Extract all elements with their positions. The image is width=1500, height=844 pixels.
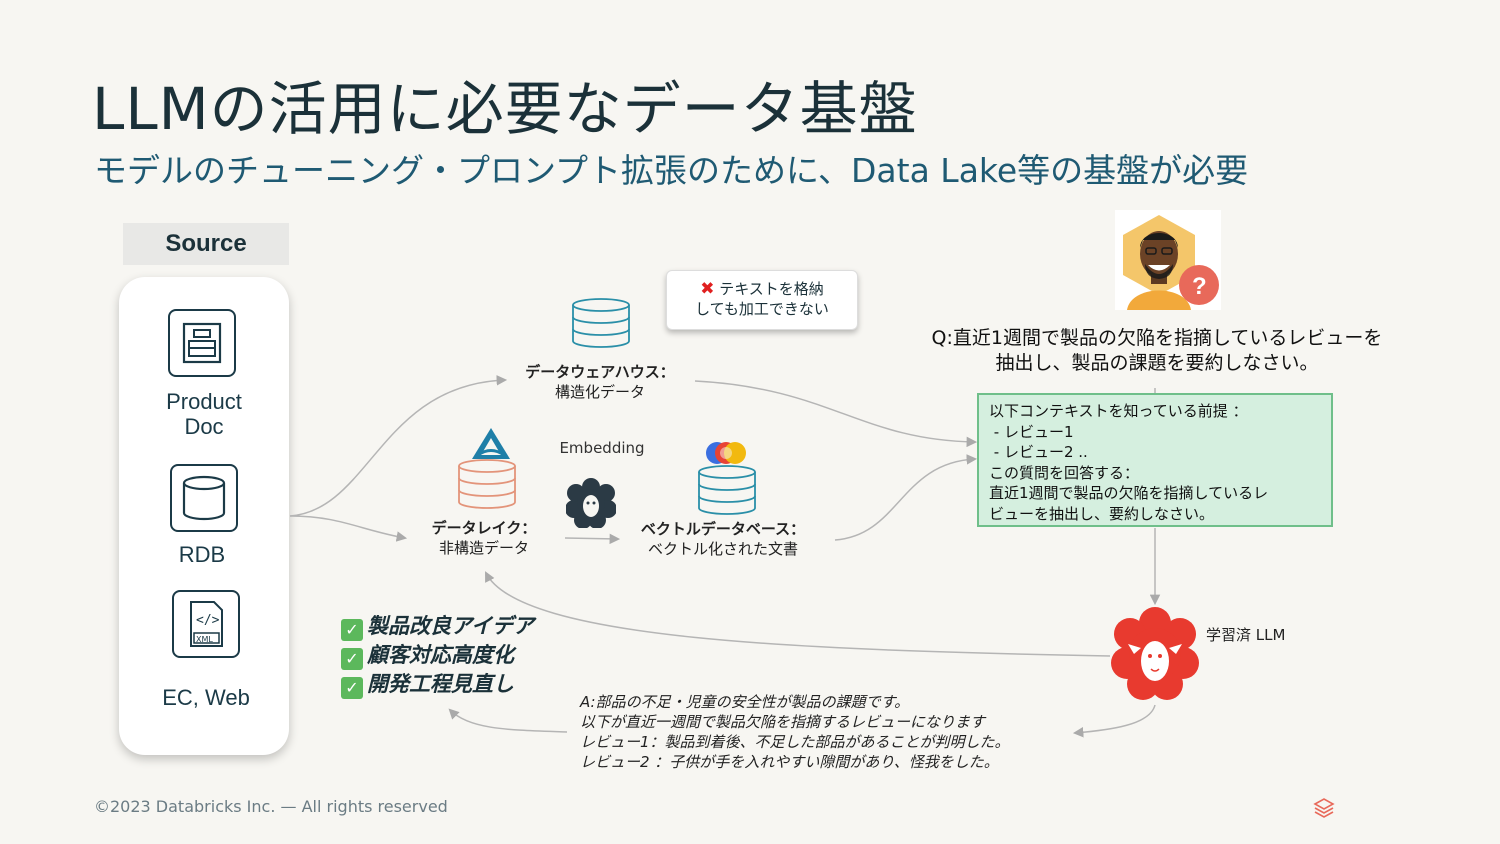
source-panel: Product Doc RDB </> XML EC, Web bbox=[119, 277, 289, 755]
arrow-llm-to-lake bbox=[485, 571, 1111, 657]
question-text: Q:直近1週間で製品の欠陥を指摘しているレビューを 抽出し、製品の課題を要約しな… bbox=[931, 327, 1383, 374]
context-line: 以下コンテキストを知っている前提 ： bbox=[989, 402, 1248, 420]
source-label-rdb: RDB bbox=[178, 542, 226, 567]
delta-lake-icon bbox=[472, 428, 510, 459]
context-line: - レビュー2 .. bbox=[989, 443, 1088, 461]
database-icon bbox=[170, 464, 238, 532]
context-line: この質問を回答する： bbox=[989, 463, 1140, 482]
arrow-llm-to-answer bbox=[1072, 704, 1156, 738]
check-icon: ✓ bbox=[341, 648, 363, 670]
embedding-label: Embedding bbox=[559, 439, 645, 457]
svg-text:?: ? bbox=[1192, 273, 1207, 300]
check-icon: ✓ bbox=[341, 619, 363, 641]
benefit-item: ✓顧客対応高度化 bbox=[341, 641, 534, 670]
arrow-warehouse-to-context bbox=[694, 380, 978, 448]
source-label-product-doc: Product Doc bbox=[166, 389, 242, 439]
arrow-lake-to-vector bbox=[564, 533, 621, 545]
llm-sheep-icon bbox=[1111, 607, 1199, 700]
arrow-source-to-lake bbox=[289, 515, 408, 542]
databricks-logo-icon bbox=[1313, 798, 1335, 818]
context-line: ビューを抽出し、要約しなさい。 bbox=[989, 504, 1215, 523]
context-line: - レビュー1 bbox=[989, 422, 1074, 441]
benefits-list: ✓製品改良アイデア ✓顧客対応高度化 ✓開発工程見直し bbox=[341, 612, 534, 699]
check-icon: ✓ bbox=[341, 677, 363, 699]
svg-text:</>: </> bbox=[196, 613, 220, 628]
copyright-footer: ©2023 Databricks Inc. — All rights reser… bbox=[94, 797, 448, 816]
benefit-item: ✓製品改良アイデア bbox=[341, 612, 534, 641]
llm-label: 学習済 LLM bbox=[1206, 626, 1286, 644]
answer-text: A:部品の不足・児童の安全性が製品の課題です。 以下が直近一週間で製品欠陥を指摘… bbox=[580, 693, 1010, 771]
vector-model-logo-icon bbox=[706, 442, 746, 464]
document-icon bbox=[168, 309, 236, 377]
dolly-sheep-icon bbox=[566, 478, 616, 528]
source-label-ec-web: EC, Web bbox=[162, 685, 250, 710]
warning-box: ✖ テキストを格納 しても加工できない bbox=[666, 270, 858, 330]
svg-text:XML: XML bbox=[196, 635, 213, 644]
slide-subtitle: モデルのチューニング・プロンプト拡張のために、Data Lake等の基盤が必要 bbox=[94, 151, 1249, 190]
cross-icon: ✖ bbox=[700, 279, 715, 299]
arrow-vector-to-context bbox=[834, 454, 978, 541]
slide-title: LLMの活用に必要なデータ基盤 bbox=[92, 75, 918, 143]
source-header: Source bbox=[123, 223, 289, 265]
context-prompt-box: 以下コンテキストを知っている前提 ： - レビュー1 - レビュー2 .. この… bbox=[977, 393, 1333, 527]
warehouse-database-icon bbox=[572, 298, 630, 348]
lake-label: データレイク： 非構造データ bbox=[431, 519, 537, 557]
xml-file-icon: </> XML bbox=[172, 590, 240, 658]
benefit-item: ✓開発工程見直し bbox=[341, 670, 534, 699]
vector-database-icon bbox=[698, 465, 756, 515]
context-line: 直近1週間で製品の欠陥を指摘しているレ bbox=[989, 484, 1269, 502]
lake-database-icon bbox=[458, 459, 516, 509]
vector-label: ベクトルデータベース： ベクトル化された文書 bbox=[640, 520, 806, 558]
arrow-answer-to-benefits bbox=[448, 708, 568, 733]
arrow-source-to-warehouse bbox=[289, 375, 508, 517]
user-avatar-icon: ? bbox=[1115, 210, 1221, 310]
warehouse-label: データウェアハウス： 構造化データ bbox=[525, 363, 675, 401]
question-badge-icon bbox=[1179, 265, 1219, 305]
